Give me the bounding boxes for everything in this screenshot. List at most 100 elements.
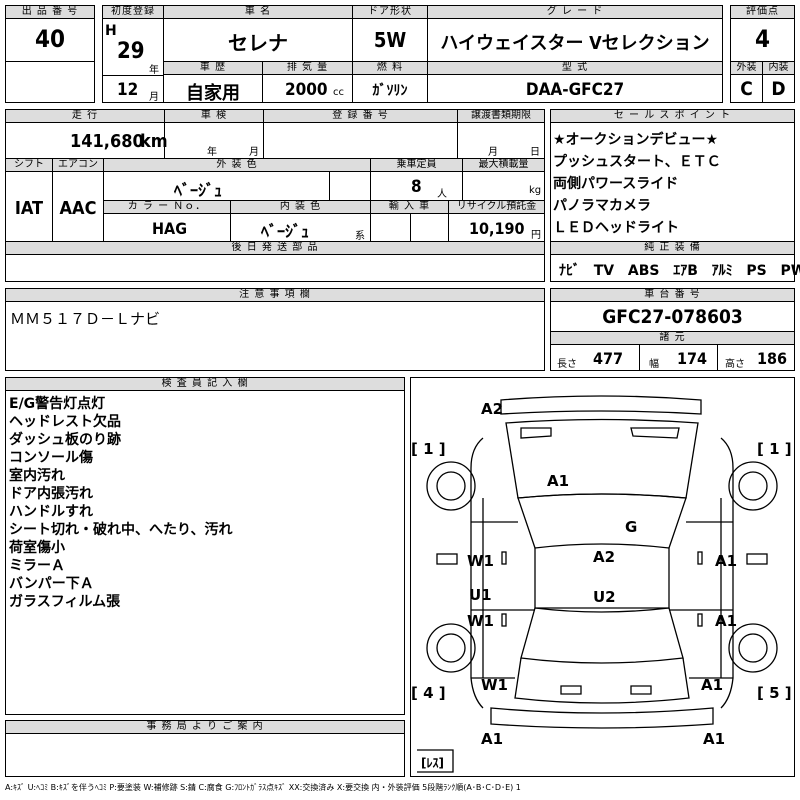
model-cell: DAA-GFC27 — [427, 74, 723, 103]
label-roof-rear: U2 — [593, 588, 616, 606]
sales-point-item: パノラマカメラ — [553, 198, 651, 214]
transfer-month-unit: 月 — [488, 147, 498, 158]
later-parts-cell — [5, 254, 545, 282]
max-load-cell: kg — [462, 171, 545, 201]
max-load-unit: kg — [529, 185, 542, 196]
label-right-rear-fender: A1 — [701, 676, 724, 694]
registration-no-header: 登 録 番 号 — [263, 109, 458, 123]
height-value: 186 — [757, 349, 788, 368]
recycle-unit: 円 — [531, 230, 541, 241]
chassis-number: GFC27-078603 — [602, 306, 743, 328]
office-cell — [5, 733, 405, 777]
interior-color-header: 内 装 色 — [230, 200, 371, 214]
car-history-header: 車 歴 — [163, 61, 263, 75]
dimensions-cell: 長さ 477 幅 174 高さ 186 — [550, 344, 795, 371]
model-header: 型 式 — [427, 61, 723, 75]
inspector-note: 荷室傷小 — [9, 540, 65, 556]
label-right-rear-door: A1 — [715, 612, 738, 630]
sales-point-item: ＬＥＤヘッドライト — [553, 220, 679, 236]
label-tire-front-right: [ 1 ] — [757, 440, 792, 458]
lot-number: 40 — [34, 25, 66, 53]
mileage: 141,680 — [70, 131, 144, 152]
width-label: 幅 — [649, 359, 659, 370]
inspector-note: ヘッドレスト欠品 — [9, 414, 121, 430]
first-registration-cell: H 29 年 — [102, 18, 164, 76]
grade-header: グ レ ー ド — [427, 5, 723, 19]
inspector-note: ガラスフィルム張 — [9, 594, 121, 610]
exterior-grade-cell: C — [730, 74, 763, 103]
label-left-rear-fender: W1 — [481, 676, 508, 694]
capacity-cell: 8 人 — [370, 171, 463, 201]
exterior-color-cell: ﾍﾞｰｼﾞｭ — [103, 171, 371, 201]
displacement-unit: cc — [333, 87, 344, 98]
inspector-note: バンパー下Ａ — [9, 576, 94, 592]
car-history-cell: 自家用 — [163, 74, 263, 104]
color-no-header: カ ラ ー Ｎｏ． — [103, 200, 231, 214]
inspector-note: シート切れ・破れ中、へたり、汚れ — [9, 522, 233, 538]
label-spare: [ﾚｽ] — [421, 756, 444, 770]
era-label: H — [105, 23, 117, 39]
interior-grade-cell: D — [762, 74, 795, 103]
equipment-item: ｴｱB — [673, 263, 698, 279]
sales-point-header: セ ー ル ス ポ イ ン ト — [550, 109, 795, 123]
label-tire-rear-right: [ 5 ] — [757, 684, 792, 702]
label-tire-rear-left: [ 4 ] — [411, 684, 446, 702]
aircon: AAC — [59, 198, 97, 219]
inspector-note: ハンドルすれ — [9, 504, 93, 520]
genuine-equipment-cell: ﾅﾋﾞ TV ABS ｴｱB ｱﾙﾐ PS PW — [550, 254, 800, 282]
car-history: 自家用 — [186, 83, 240, 104]
equipment-item: ｱﾙﾐ — [711, 263, 733, 279]
width-value: 174 — [677, 349, 708, 368]
shift: IAT — [14, 198, 44, 219]
exterior-grade-header: 外装 — [730, 61, 763, 75]
inspection-year-unit: 年 — [207, 147, 217, 158]
color-no: HAG — [152, 219, 187, 238]
chassis-number-header: 車 台 番 号 — [550, 288, 795, 302]
registration-year: 29 — [117, 39, 145, 64]
door-type-cell: 5W — [352, 18, 428, 62]
displacement-cell: 2000 cc — [262, 74, 353, 103]
car-outline — [417, 395, 778, 773]
displacement-header: 排 気 量 — [262, 61, 353, 75]
interior-color: ﾍﾞｰｼﾞｭ — [261, 222, 310, 241]
interior-grade-header: 内装 — [762, 61, 795, 75]
interior-color-cell: ﾍﾞｰｼﾞｭ 系 — [230, 213, 371, 242]
lot-number-blank — [5, 61, 95, 103]
registration-month: 12 — [117, 80, 139, 100]
car-name-cell: セレナ — [163, 18, 353, 62]
displacement: 2000 — [285, 80, 328, 100]
car-name: セレナ — [228, 31, 288, 55]
aircon-cell: AAC — [52, 171, 104, 242]
inspection-cell: 年 月 — [164, 122, 264, 159]
inspector-notes-box: E/G警告灯点灯 ヘッドレスト欠品 ダッシュ板のり跡 コンソール傷 室内汚れ ド… — [5, 390, 405, 715]
sales-point-item: ★オークションデビュー★ — [553, 132, 719, 148]
door-type: 5W — [373, 28, 407, 52]
lot-number-cell: 40 — [5, 18, 95, 62]
exterior-color-header: 外 装 色 — [103, 158, 371, 172]
max-load-header: 最大積載量 — [462, 158, 545, 172]
length-value: 477 — [593, 349, 624, 368]
equipment-item: ABS — [627, 263, 660, 279]
label-windshield: G — [625, 518, 638, 536]
label-tire-front-left: [ 1 ] — [411, 440, 446, 458]
fuel-header: 燃 料 — [352, 61, 428, 75]
shift-header: シフト — [5, 158, 53, 172]
model: DAA-GFC27 — [525, 80, 625, 100]
registration-no-cell — [263, 122, 458, 159]
capacity-unit: 人 — [437, 189, 447, 200]
mileage-unit: km — [140, 131, 168, 152]
length-label: 長さ — [557, 359, 577, 370]
label-right-front-door: A1 — [715, 552, 738, 570]
label-front-bumper: A2 — [481, 400, 504, 418]
label-rear-left: A1 — [481, 730, 504, 748]
door-type-header: ドア形状 — [352, 5, 428, 19]
equipment-item: ﾅﾋﾞ — [559, 263, 580, 279]
capacity: 8 — [411, 177, 422, 197]
equipment-item: PS — [746, 263, 767, 279]
damage-diagram: A2 [ 1 ] [ 1 ] A1 G A2 U2 W1 U1 W1 A1 A1… — [410, 377, 795, 777]
first-registration-header: 初度登録 — [102, 5, 164, 19]
height-label: 高さ — [725, 359, 745, 370]
color-no-cell: HAG — [103, 213, 231, 242]
mileage-header: 走 行 — [5, 109, 165, 123]
transfer-day-unit: 日 — [530, 147, 540, 158]
